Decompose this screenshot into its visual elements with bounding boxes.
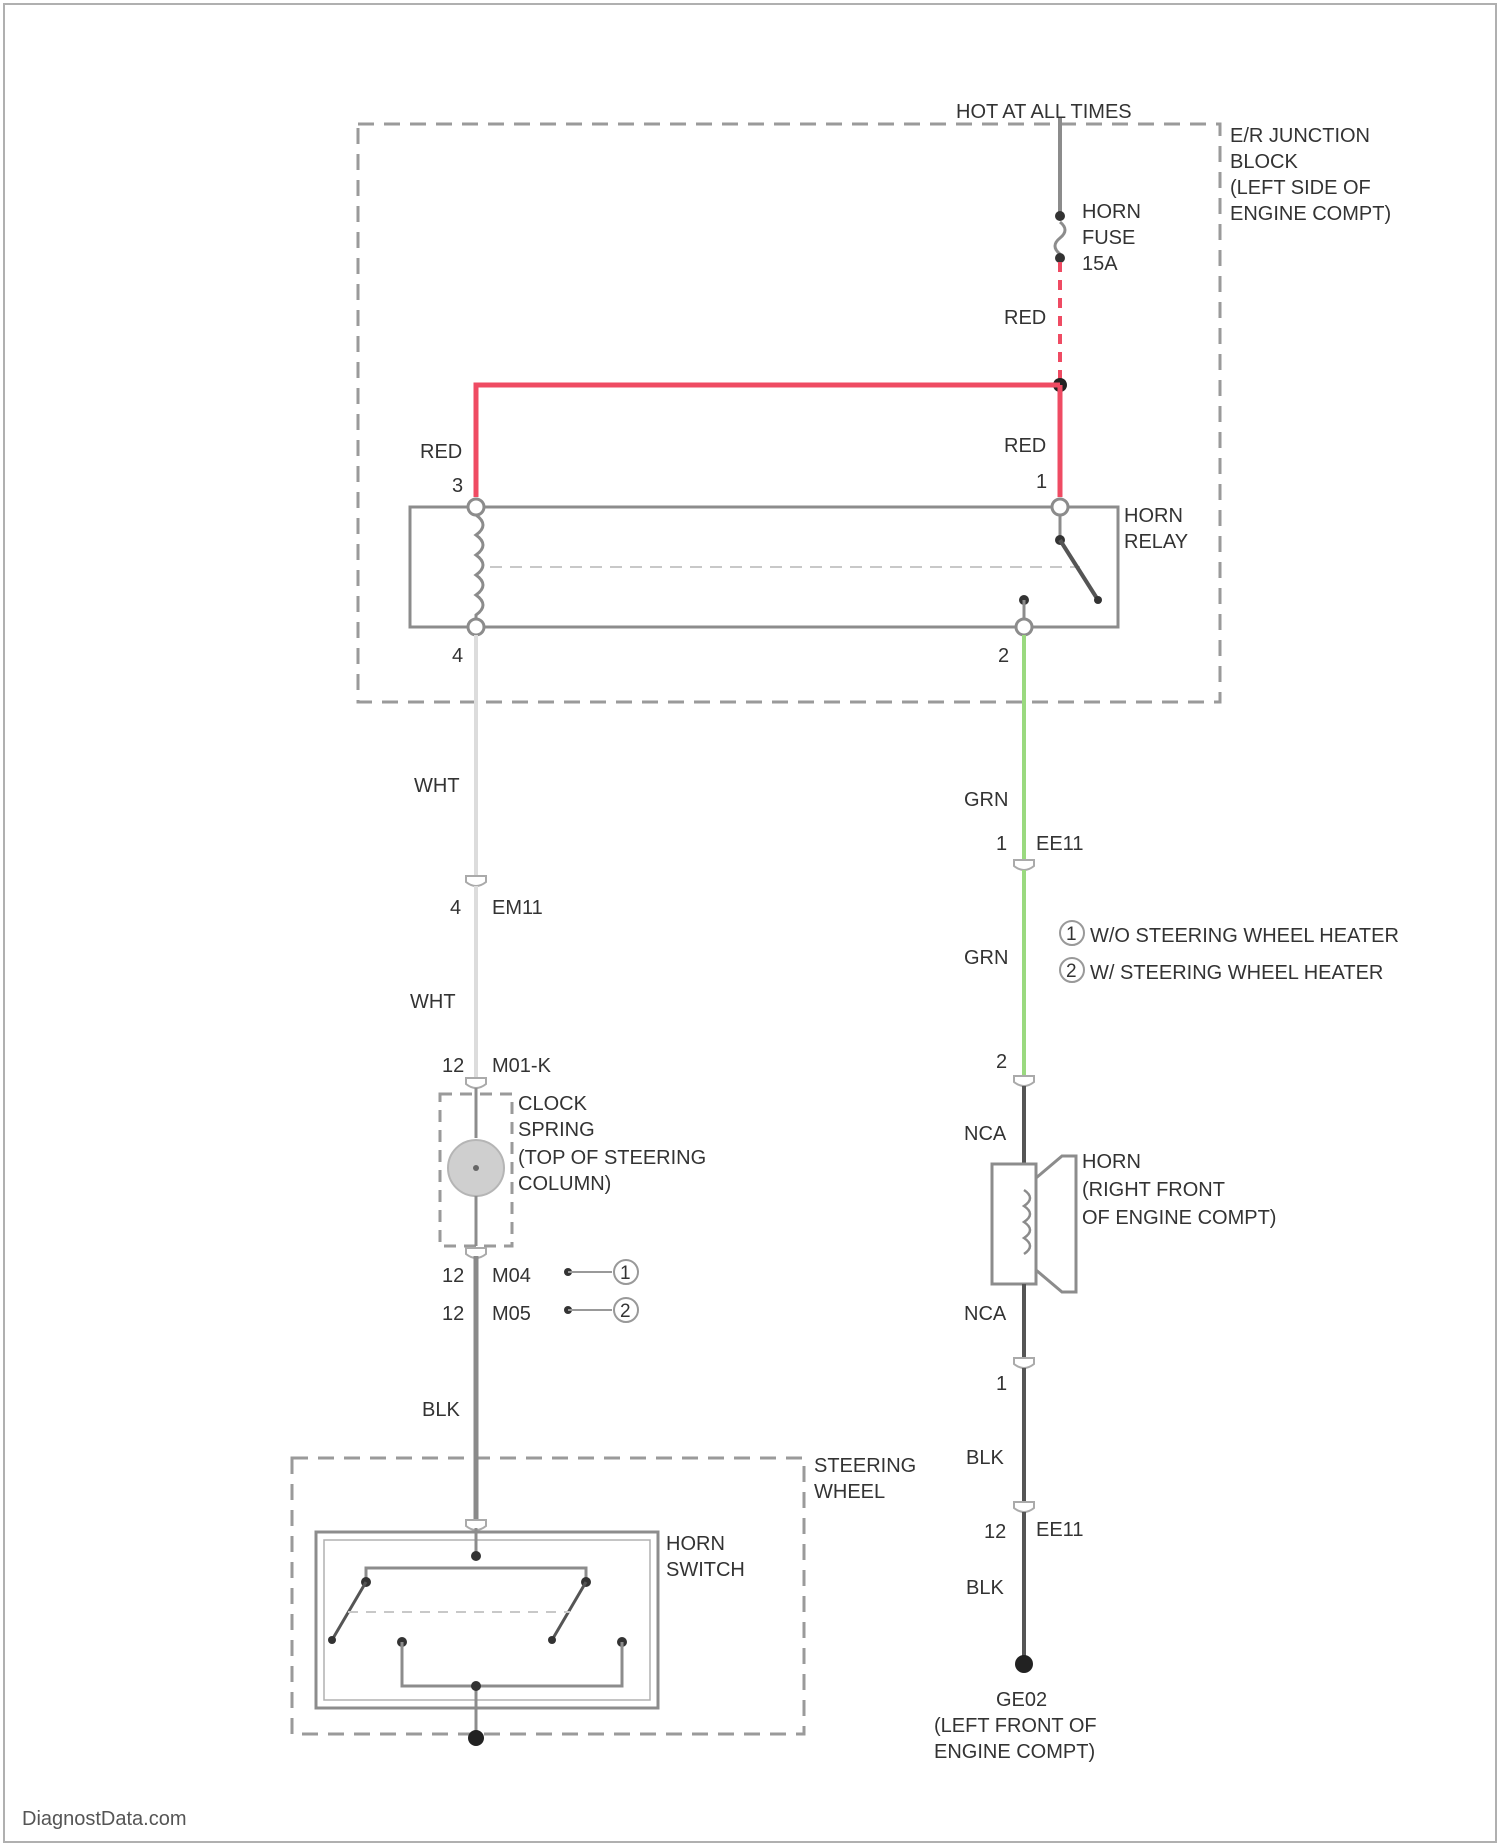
fuse-terminal-top: [1055, 211, 1065, 221]
wire-red-to-relay-3: [476, 385, 1060, 497]
label-wire-color: NCA: [964, 1123, 1007, 1145]
label-clock-spring: SPRING: [518, 1119, 595, 1141]
label-horn-switch: HORN: [666, 1533, 725, 1555]
label-connector: M05: [492, 1303, 531, 1325]
fuse-element: [1055, 222, 1065, 254]
fuse-terminal-bottom: [1055, 253, 1065, 263]
label-wire-color: GRN: [964, 789, 1008, 811]
label-horn-fuse: FUSE: [1082, 227, 1135, 249]
horn-switch-ground: [468, 1730, 484, 1746]
connector-ee11-bottom: [1014, 1502, 1034, 1512]
legend-number: 1: [1066, 924, 1077, 945]
connector-horn-1: [1014, 1358, 1034, 1368]
label-horn-relay: HORN: [1124, 505, 1183, 527]
label-steering-wheel: STEERING: [814, 1455, 916, 1477]
relay-pin-2: [1016, 619, 1032, 635]
legend-text: W/O STEERING WHEEL HEATER: [1090, 925, 1399, 947]
horn-switch-node-top: [471, 1551, 481, 1561]
label-wire-color: GRN: [964, 947, 1008, 969]
connector-ee11-top: [1014, 860, 1034, 870]
label-pin: 2: [998, 645, 1009, 667]
ground-ge02: [1015, 1655, 1033, 1673]
connector-em11: [466, 876, 486, 886]
label-wire-color: RED: [420, 441, 462, 463]
label-wire-color: BLK: [966, 1577, 1004, 1599]
label-junction-block: (LEFT SIDE OF: [1230, 177, 1371, 199]
label-pin: 1: [1036, 471, 1047, 493]
label-connector: EE11: [1036, 1519, 1083, 1541]
label-pin: 2: [996, 1051, 1007, 1073]
label-horn: OF ENGINE COMPT): [1082, 1207, 1276, 1229]
label-horn: HORN: [1082, 1151, 1141, 1173]
relay-pin-3: [468, 499, 484, 515]
label-horn-switch: SWITCH: [666, 1559, 745, 1581]
label-wire-color: BLK: [966, 1447, 1004, 1469]
relay-pin-1: [1052, 499, 1068, 515]
label-connector: EM11: [492, 897, 543, 919]
label-hot-at-all-times: HOT AT ALL TIMES: [956, 101, 1132, 123]
label-connector: EE11: [1036, 833, 1083, 855]
watermark: DiagnostData.com: [22, 1808, 187, 1831]
horn-switch-right-tip: [548, 1636, 556, 1644]
horn-switch-left-tip: [328, 1636, 336, 1644]
horn-switch-box: [316, 1532, 658, 1708]
label-horn-fuse: 15A: [1082, 253, 1118, 275]
horn-bell: [1036, 1156, 1076, 1292]
label-pin: 1: [996, 833, 1007, 855]
label-pin: 4: [450, 897, 461, 919]
clock-spring-center: [473, 1165, 479, 1171]
label-pin: 12: [442, 1265, 464, 1287]
label-pin: 12: [442, 1303, 464, 1325]
label-wire-color: RED: [1004, 435, 1046, 457]
label-junction-block: ENGINE COMPT): [1230, 203, 1391, 225]
label-ground: ENGINE COMPT): [934, 1741, 1095, 1763]
label-wire-color: WHT: [414, 775, 460, 797]
label-clock-spring: (TOP OF STEERING: [518, 1147, 706, 1169]
label-wire-color: NCA: [964, 1303, 1007, 1325]
page-border: [4, 4, 1496, 1842]
label-connector: M04: [492, 1265, 531, 1287]
label-clock-spring: COLUMN): [518, 1173, 611, 1195]
label-ground: (LEFT FRONT OF: [934, 1715, 1097, 1737]
relay-pin-4: [468, 619, 484, 635]
label-option-number: 2: [620, 1301, 631, 1322]
label-steering-wheel: WHEEL: [814, 1481, 885, 1503]
label-ground: GE02: [996, 1689, 1047, 1711]
label-junction-block: E/R JUNCTION: [1230, 125, 1370, 147]
connector-m01: [466, 1078, 486, 1088]
relay-contact-tip: [1094, 596, 1102, 604]
label-pin: 4: [452, 645, 463, 667]
label-wire-color: RED: [1004, 307, 1046, 329]
label-junction-block: BLOCK: [1230, 151, 1298, 173]
legend-number: 2: [1066, 961, 1077, 982]
label-pin: 1: [996, 1373, 1007, 1395]
connector-horn-2: [1014, 1076, 1034, 1086]
label-connector: M01-K: [492, 1055, 552, 1077]
label-horn: (RIGHT FRONT: [1082, 1179, 1225, 1201]
label-wire-color: BLK: [422, 1399, 460, 1421]
label-clock-spring: CLOCK: [518, 1093, 588, 1115]
label-pin: 3: [452, 475, 463, 497]
label-horn-fuse: HORN: [1082, 201, 1141, 223]
label-pin: 12: [442, 1055, 464, 1077]
label-horn-relay: RELAY: [1124, 531, 1188, 553]
legend-text: W/ STEERING WHEEL HEATER: [1090, 962, 1383, 984]
label-wire-color: WHT: [410, 991, 456, 1013]
horn-switch-node-bottom: [471, 1681, 481, 1691]
horn-body: [992, 1164, 1036, 1284]
label-option-number: 1: [620, 1263, 631, 1284]
label-pin: 12: [984, 1521, 1006, 1543]
